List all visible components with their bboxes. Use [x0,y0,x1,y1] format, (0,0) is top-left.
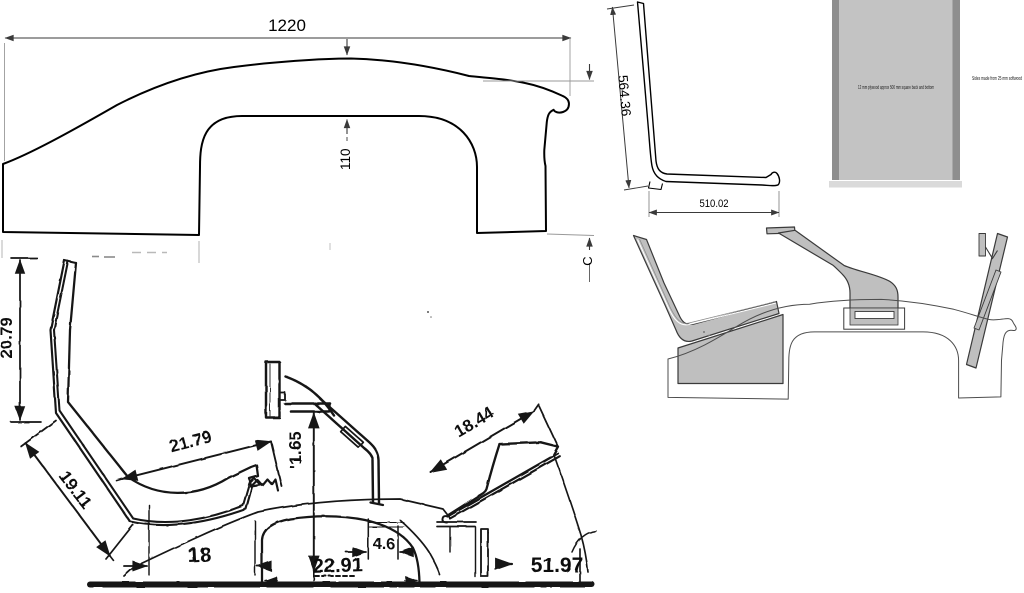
svg-text:110: 110 [338,148,353,170]
svg-text:564.36: 564.36 [615,74,634,116]
svg-text:510.02: 510.02 [700,198,729,210]
svg-text:1220: 1220 [268,16,306,35]
svg-text:4.6: 4.6 [373,536,395,553]
svg-text:51.97: 51.97 [531,554,584,577]
svg-text:20.79: 20.79 [0,317,16,358]
svg-text:12 mm plywood approx 500 mm sq: 12 mm plywood approx 500 mm square back … [858,85,934,91]
svg-text:18: 18 [187,543,212,567]
svg-text:Sides made from 25 mm softwood: Sides made from 25 mm softwood [972,76,1022,82]
svg-text:22.91: 22.91 [312,554,363,578]
svg-text:C: C [580,256,595,265]
svg-text:'1.65: '1.65 [286,431,305,468]
